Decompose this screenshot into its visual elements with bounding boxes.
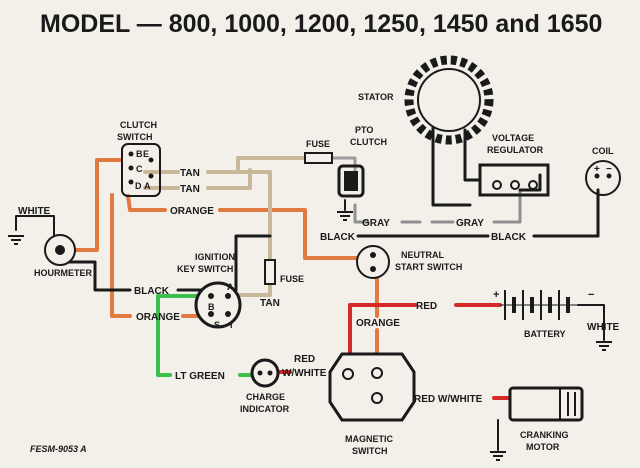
white-wire-battery-ground xyxy=(577,304,605,341)
ign-terminal-i: I xyxy=(230,320,233,330)
fuse-mid xyxy=(264,259,276,285)
wire-label-tan-fuse: TAN xyxy=(260,298,280,309)
voltage-regulator xyxy=(478,163,550,197)
clutch-switch-label-1: CLUTCH xyxy=(120,120,157,130)
fuse-top-label: FUSE xyxy=(306,139,330,149)
wire-label-white-left: WHITE xyxy=(18,206,51,217)
ignition-key-switch xyxy=(194,281,242,329)
ign-terminal-b: B xyxy=(208,302,215,312)
voltage-regulator-label-1: VOLTAGE xyxy=(492,133,534,143)
clutch-terminal-b: B xyxy=(136,149,143,159)
magnetic-switch-label-2: SWITCH xyxy=(352,446,388,456)
clutch-switch xyxy=(121,143,161,197)
red-wire-battery xyxy=(348,303,502,374)
clutch-terminal-e: E xyxy=(143,149,149,159)
pto-label-2: CLUTCH xyxy=(350,137,387,147)
coil-minus-terminal: − xyxy=(606,164,612,175)
hourmeter-ground-wire xyxy=(15,215,55,239)
clutch-switch-label-2: SWITCH xyxy=(117,132,153,142)
battery-minus-terminal: − xyxy=(588,289,594,301)
wire-label-black-mid: BLACK xyxy=(320,232,356,243)
part-number: FESM-9053 A xyxy=(30,444,87,454)
fuse-mid-label: FUSE xyxy=(280,274,304,284)
wire-label-orange-mag: ORANGE xyxy=(356,318,400,329)
gray-wire xyxy=(353,188,522,224)
charge-indicator xyxy=(250,358,280,388)
diagram-title: MODEL — 800, 1000, 1200, 1250, 1450 and … xyxy=(40,10,602,38)
wire-label-orange-left: ORANGE xyxy=(136,312,180,323)
tan-wire-1 xyxy=(143,156,307,174)
coil-label: COIL xyxy=(592,146,614,156)
wire-label-tan-1: TAN xyxy=(180,168,200,179)
ign-terminal-a: A xyxy=(227,282,234,292)
ignition-label-2: KEY SWITCH xyxy=(177,264,233,274)
wire-label-red-white-1b: W/WHITE xyxy=(282,368,327,379)
neutral-label-1: NEUTRAL xyxy=(401,250,444,260)
neutral-start-switch xyxy=(356,245,390,279)
cranking-motor-label-1: CRANKING xyxy=(520,430,569,440)
wire-label-red-white-1a: RED xyxy=(294,354,315,365)
wire-label-red-white-2: RED W/WHITE xyxy=(414,394,483,405)
pto-clutch xyxy=(337,164,365,221)
fuse-top xyxy=(304,152,333,164)
coil xyxy=(585,160,621,196)
tan-wire-pto xyxy=(330,156,357,172)
neutral-label-2: START SWITCH xyxy=(395,262,462,272)
clutch-terminal-c: C xyxy=(136,164,143,174)
voltage-regulator-label-2: REGULATOR xyxy=(487,145,544,155)
orange-wire-clutch-top xyxy=(126,194,167,212)
magnetic-switch-label-1: MAGNETIC xyxy=(345,434,393,444)
magnetic-switch xyxy=(328,352,416,422)
battery-label: BATTERY xyxy=(524,329,566,339)
orange-wire-left xyxy=(110,193,132,318)
wire-label-black-left: BLACK xyxy=(134,286,170,297)
wire-label-red-battery: RED xyxy=(416,301,437,312)
tan-wire-fuse-down xyxy=(224,282,272,297)
hourmeter xyxy=(8,234,76,266)
wire-label-lt-green: LT GREEN xyxy=(175,371,225,382)
tan-wire-2 xyxy=(143,168,252,190)
charge-indicator-label-2: INDICATOR xyxy=(240,404,290,414)
stator-lead-2 xyxy=(463,128,482,182)
hourmeter-label: HOURMETER xyxy=(34,268,92,278)
ign-terminal-s: S xyxy=(214,320,220,330)
pto-label-1: PTO xyxy=(355,125,373,135)
stator-label: STATOR xyxy=(358,92,394,102)
wire-label-gray-right: GRAY xyxy=(456,218,484,229)
coil-plus-terminal: + xyxy=(594,164,600,175)
tan-wire-fuse-route xyxy=(236,170,272,262)
wire-label-black-right: BLACK xyxy=(491,232,527,243)
orange-wire-top-run xyxy=(218,208,370,260)
ignition-label-1: IGNITION xyxy=(195,252,235,262)
orange-wire-clutch-hourmeter xyxy=(68,158,122,252)
battery-plus-terminal: + xyxy=(493,289,499,301)
cranking-motor xyxy=(490,386,584,461)
clutch-terminal-d: D xyxy=(135,181,142,191)
clutch-terminal-a: A xyxy=(144,181,151,191)
wire-label-gray-left: GRAY xyxy=(362,218,390,229)
stator-lead-1 xyxy=(431,123,472,207)
charge-indicator-label-1: CHARGE xyxy=(246,392,285,402)
wire-label-orange-top: ORANGE xyxy=(170,206,214,217)
cranking-motor-label-2: MOTOR xyxy=(526,442,560,452)
wire-label-white-battery: WHITE xyxy=(587,322,620,333)
stator xyxy=(404,55,494,145)
battery xyxy=(500,290,612,351)
stator-lead-3 xyxy=(518,173,542,192)
wire-label-tan-2: TAN xyxy=(180,184,200,195)
